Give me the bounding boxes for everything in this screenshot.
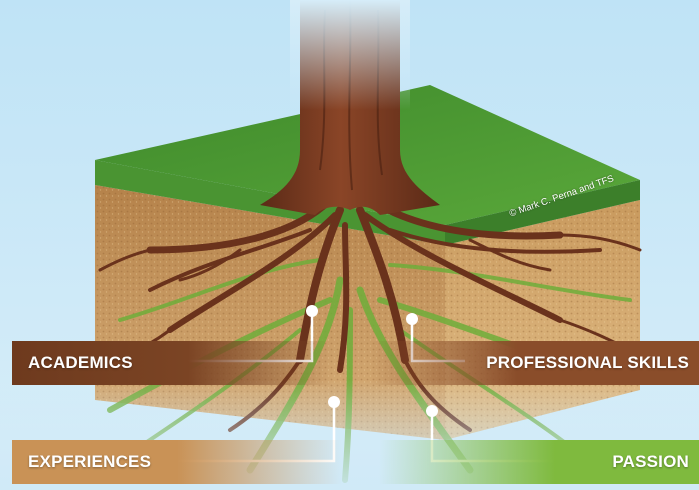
experiences-label-band: EXPERIENCES <box>12 440 342 484</box>
professional-skills-label-band: PROFESSIONAL SKILLS <box>369 341 699 385</box>
passion-label-band: PASSION <box>379 440 699 484</box>
experiences-label: EXPERIENCES <box>28 452 152 471</box>
passion-label: PASSION <box>612 452 689 471</box>
professional-skills-label: PROFESSIONAL SKILLS <box>486 353 689 372</box>
academics-label: ACADEMICS <box>28 353 133 372</box>
academics-label-band: ACADEMICS <box>12 341 332 385</box>
